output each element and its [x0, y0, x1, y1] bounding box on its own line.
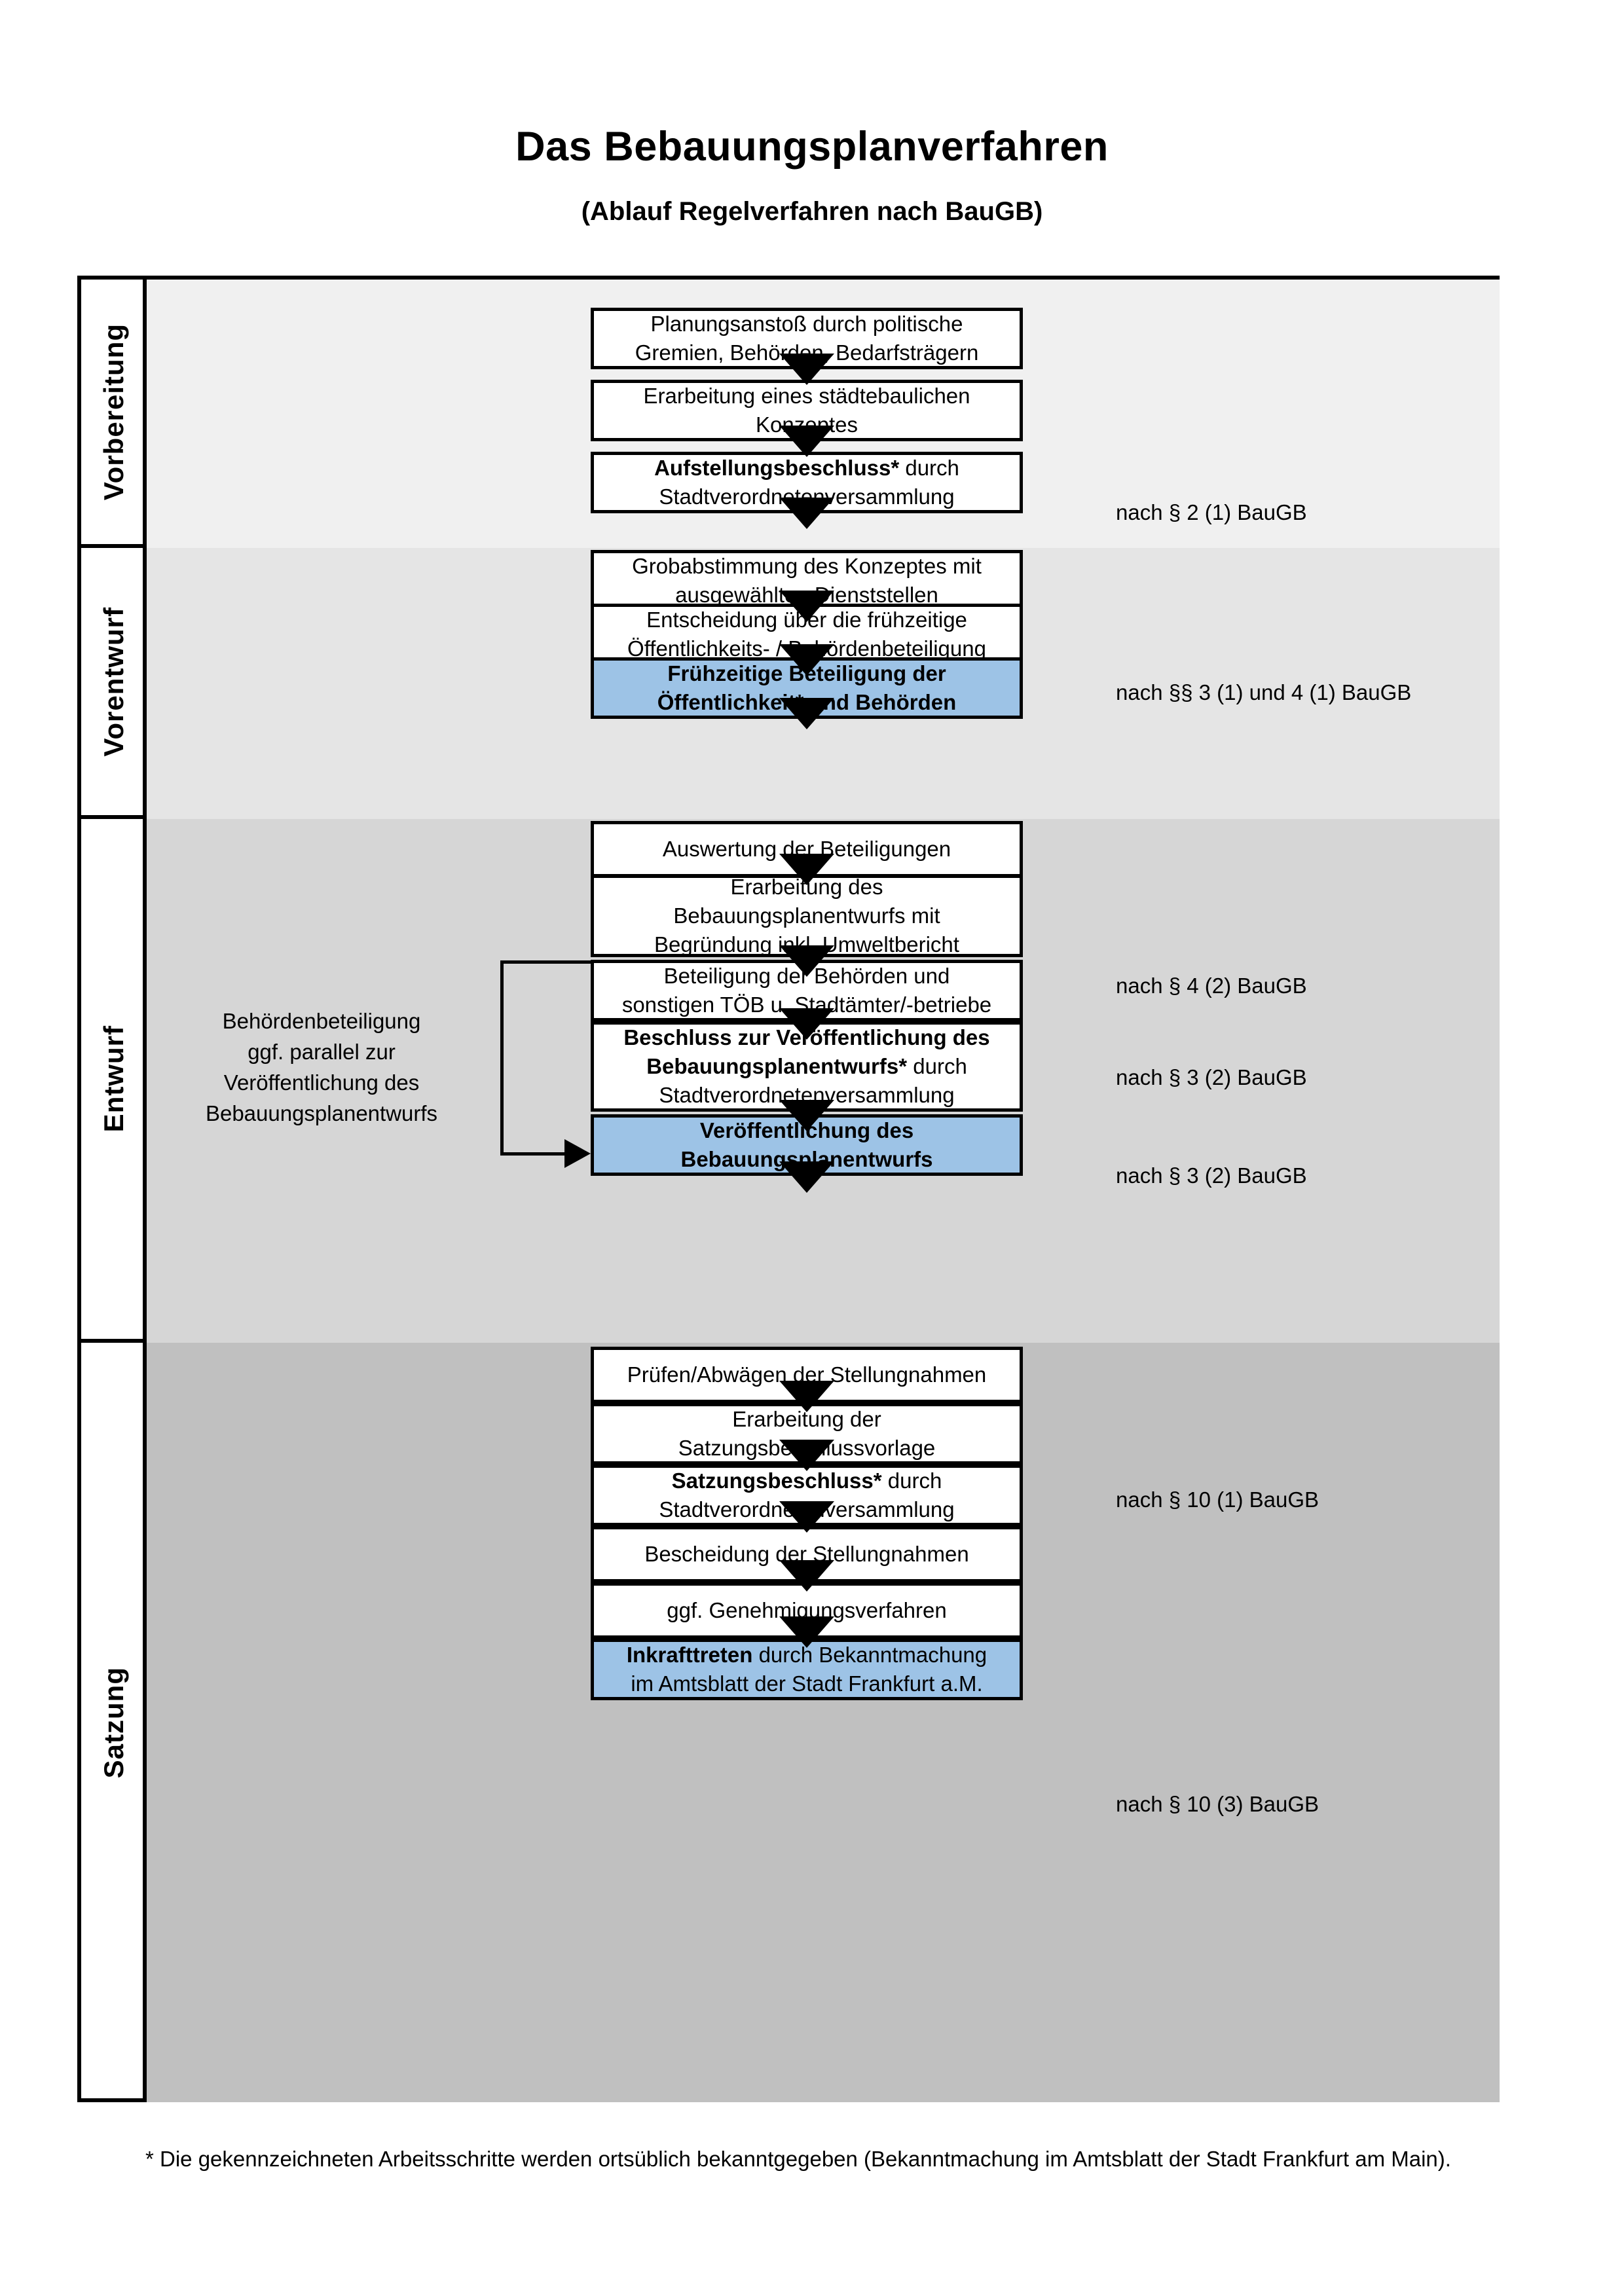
- legal-reference-l6: nach § 10 (1) BauGB: [1116, 1487, 1320, 1512]
- process-step-n17[interactable]: Inkrafttreten durch Bekanntmachung im Amt…: [591, 1639, 1023, 1700]
- legal-reference-l2: nach §§ 3 (1) und 4 (1) BauGB: [1116, 680, 1412, 704]
- flow-arrow-1: [779, 354, 834, 385]
- parallel-process-note-line: Veröffentlichung des: [223, 1070, 420, 1095]
- flow-arrow-8: [779, 945, 834, 977]
- bracket-bottom-segment: [500, 1152, 564, 1156]
- phase-label-text: Entwurf: [98, 1025, 129, 1133]
- footnote: * Die gekennzeichneten Arbeitsschritte w…: [145, 2147, 1451, 2171]
- flow-arrow-2: [779, 426, 834, 457]
- title-block: Das Bebauungsplanverfahren (Ablauf Regel…: [0, 124, 1624, 227]
- flow-arrow-11: [779, 1161, 834, 1193]
- phase-label-vorentwurf: Vorentwurf: [81, 548, 147, 819]
- legal-reference-l5: nach § 3 (2) BauGB: [1116, 1163, 1307, 1188]
- flow-arrow-13: [779, 1440, 834, 1471]
- flow-arrow-7: [779, 854, 834, 885]
- bracket-arrowhead-icon: [564, 1139, 591, 1168]
- flow-arrow-3: [779, 498, 834, 529]
- process-step-line: Inkrafttreten durch Bekanntmachung: [626, 1642, 987, 1667]
- process-step-line: Bebauungsplanentwurfs mit: [673, 903, 940, 928]
- flow-arrow-9: [779, 1008, 834, 1040]
- process-step-line: Aufstellungsbeschluss* durch: [654, 455, 959, 480]
- bracket-top-segment: [500, 960, 591, 964]
- flow-arrow-10: [779, 1100, 834, 1131]
- process-step-line: Satzungsbeschluss* durch: [671, 1468, 942, 1493]
- bracket-vertical-segment: [500, 960, 504, 1152]
- phase-label-entwurf: Entwurf: [81, 819, 147, 1343]
- parallel-process-note-line: ggf. parallel zur: [248, 1039, 396, 1064]
- parallel-process-note-line: Bebauungsplanentwurfs: [205, 1101, 438, 1125]
- legal-reference-l7: nach § 10 (3) BauGB: [1116, 1792, 1320, 1816]
- process-step-n7[interactable]: Auswertung der Beteiligungen: [591, 821, 1023, 877]
- phase-label-vorbereitung: Vorbereitung: [81, 280, 147, 548]
- flow-arrow-4: [779, 591, 834, 622]
- process-step-line: Grobabstimmung des Konzeptes mit: [632, 553, 982, 578]
- legal-reference-l1: nach § 2 (1) BauGB: [1116, 500, 1307, 524]
- flow-arrow-15: [779, 1560, 834, 1592]
- legal-reference-l4: nach § 3 (2) BauGB: [1116, 1065, 1307, 1089]
- flow-arrow-14: [779, 1501, 834, 1533]
- phase-label-text: Vorbereitung: [98, 323, 129, 501]
- legal-reference-l3: nach § 4 (2) BauGB: [1116, 974, 1307, 998]
- parallel-process-note-line: Behördenbeteiligung: [222, 1009, 421, 1033]
- phase-label-text: Vorentwurf: [98, 606, 129, 757]
- phase-label-text: Satzung: [98, 1666, 129, 1779]
- flow-arrow-6: [779, 698, 834, 729]
- page-title: Das Bebauungsplanverfahren: [515, 124, 1109, 170]
- flow-arrow-5: [779, 644, 834, 676]
- flow-arrow-16: [779, 1616, 834, 1648]
- phase-label-satzung: Satzung: [81, 1343, 147, 2102]
- flow-arrow-12: [779, 1381, 834, 1412]
- page-subtitle: (Ablauf Regelverfahren nach BauGB): [581, 197, 1043, 227]
- process-step-line: im Amtsblatt der Stadt Frankfurt a.M.: [631, 1671, 983, 1696]
- process-step-line: Erarbeitung eines städtebaulichen: [643, 383, 970, 408]
- process-step-line: Bebauungsplanentwurfs* durch: [646, 1053, 967, 1078]
- process-step-line: Planungsanstoß durch politische: [650, 311, 963, 336]
